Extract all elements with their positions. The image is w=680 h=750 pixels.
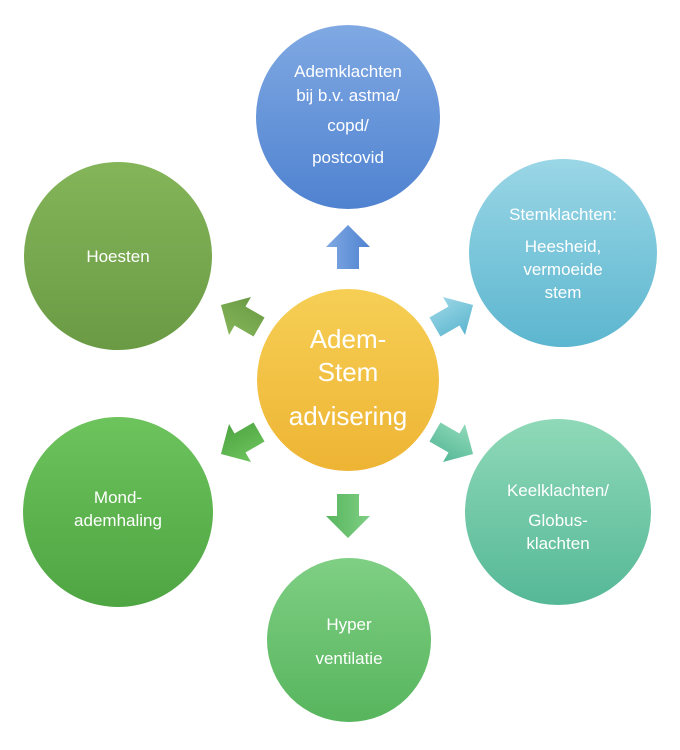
arrows-group [220, 225, 474, 538]
node-hoesten: Hoesten [24, 162, 212, 350]
arrow-to-hoesten [220, 296, 265, 337]
stemklachten-line-2: Heesheid, [525, 237, 602, 256]
hoesten-label: Hoesten [86, 247, 149, 266]
keelklachten-line-2: Globus- [528, 511, 588, 530]
arrow-to-mondademhaling [220, 422, 265, 463]
arrow-to-hyperventilatie [326, 494, 370, 538]
stemklachten-line-3: vermoeide [523, 260, 602, 279]
node-ademklachten: Ademklachten bij b.v. astma/ copd/ postc… [256, 25, 440, 209]
stemklachten-line-4: stem [545, 283, 582, 302]
ademklachten-line-2: bij b.v. astma/ [296, 86, 400, 105]
node-mondademhaling: Mond- ademhaling [23, 417, 213, 607]
hyperventilatie-line-2: ventilatie [315, 649, 382, 668]
center-line-2: Stem [318, 357, 379, 387]
keelklachten-line-3: klachten [526, 534, 589, 553]
node-stemklachten: Stemklachten: Heesheid, vermoeide stem [469, 159, 657, 347]
arrow-to-keelklachten [429, 422, 474, 463]
mondademhaling-line-1: Mond- [94, 488, 142, 507]
mondademhaling-line-2: ademhaling [74, 511, 162, 530]
ademklachten-line-3: copd/ [327, 116, 369, 135]
ademklachten-line-4: postcovid [312, 148, 384, 167]
center-line-1: Adem- [310, 324, 387, 354]
node-keelklachten: Keelklachten/ Globus- klachten [465, 419, 651, 605]
keelklachten-line-1: Keelklachten/ [507, 481, 609, 500]
hyperventilatie-line-1: Hyper [326, 615, 372, 634]
arrow-to-ademklachten [326, 225, 370, 269]
arrow-to-stemklachten [429, 296, 474, 337]
node-hyperventilatie: Hyper ventilatie [267, 558, 431, 722]
center-line-3: advisering [289, 401, 408, 431]
stemklachten-line-1: Stemklachten: [509, 205, 617, 224]
center-node: Adem- Stem advisering [257, 289, 439, 471]
ademklachten-line-1: Ademklachten [294, 62, 402, 81]
